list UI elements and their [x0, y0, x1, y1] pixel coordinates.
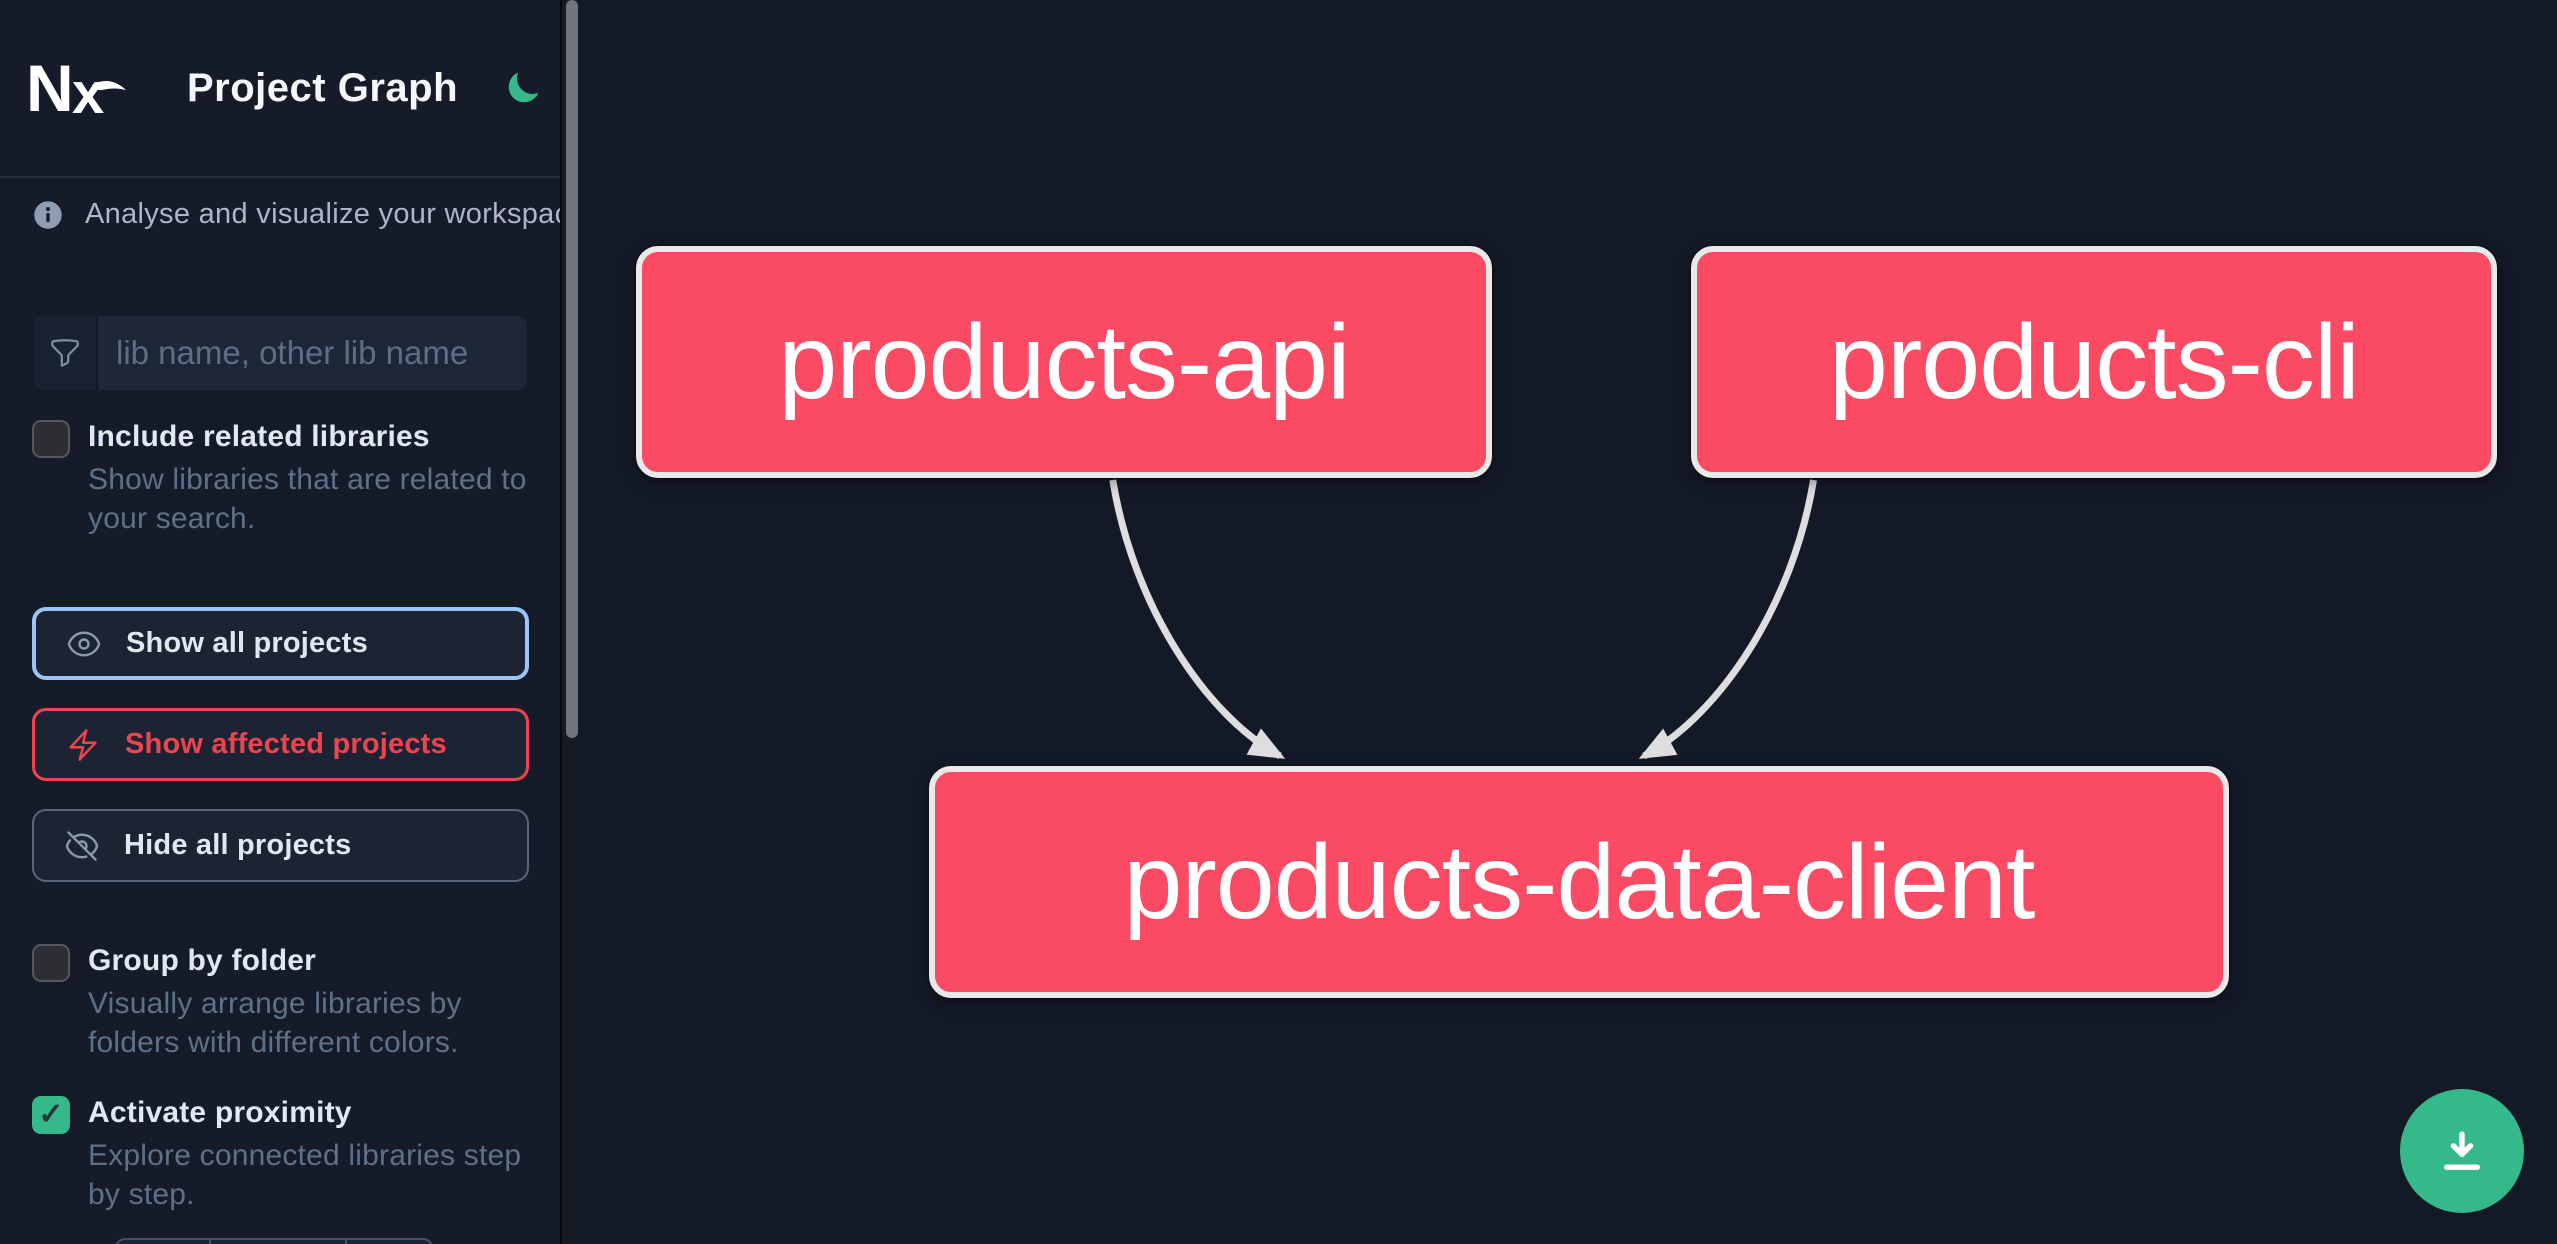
search-input[interactable] — [98, 316, 527, 390]
checkbox-row-group-by-folder: ✓ Group by folder Visually arrange libra… — [32, 944, 540, 1062]
checkbox-description: Show libraries that are related to your … — [88, 463, 527, 535]
checkbox-row-include-related: ✓ Include related libraries Show librari… — [32, 420, 540, 538]
group-by-folder-checkbox[interactable]: ✓ — [32, 944, 70, 982]
checkbox-label: Activate proximity — [88, 1096, 352, 1129]
sidebar: N x Project Graph Analyse and visualize … — [0, 0, 594, 1244]
svg-text:N: N — [30, 57, 70, 119]
eye-slash-icon — [65, 830, 99, 861]
proximity-stepper[interactable] — [115, 1238, 433, 1244]
graph-node-products-data-client[interactable]: products-data-client — [929, 766, 2229, 998]
filter-funnel-icon — [34, 316, 98, 390]
checkbox-description: Explore connected libraries step by step… — [88, 1139, 522, 1211]
checkbox-row-activate-proximity: ✓ Activate proximity Explore connected l… — [32, 1096, 540, 1214]
info-icon — [34, 200, 62, 229]
workspace-info-row: Analyse and visualize your workspace. — [33, 198, 594, 231]
eye-icon — [67, 631, 101, 656]
header-divider — [0, 176, 560, 178]
search-box — [34, 316, 527, 390]
show-all-projects-button[interactable]: Show all projects — [32, 607, 529, 680]
graph-edge-products-cli-to-products-data-client — [1638, 479, 1817, 760]
button-label: Hide all projects — [124, 829, 352, 861]
checkbox-label: Group by folder — [88, 944, 316, 977]
hide-all-projects-button[interactable]: Hide all projects — [32, 809, 529, 882]
graph-node-products-api[interactable]: products-api — [636, 246, 1492, 478]
button-label: Show all projects — [126, 627, 368, 659]
graph-node-products-cli[interactable]: products-cli — [1691, 246, 2497, 478]
moon-icon — [508, 72, 539, 103]
graph-canvas[interactable]: products-api products-cli products-data-cl… — [580, 0, 2557, 1244]
sidebar-header: N x Project Graph — [0, 0, 560, 176]
download-button[interactable] — [2400, 1089, 2524, 1213]
theme-toggle-button[interactable] — [504, 69, 542, 107]
checkbox-description: Visually arrange libraries by folders wi… — [88, 987, 462, 1059]
button-label: Show affected projects — [125, 728, 447, 760]
bolt-icon — [69, 728, 97, 761]
show-affected-projects-button[interactable]: Show affected projects — [32, 708, 529, 781]
include-related-checkbox[interactable]: ✓ — [32, 420, 70, 458]
workspace-tagline: Analyse and visualize your workspace. — [85, 198, 595, 230]
edges-layer — [1109, 479, 1817, 760]
checkbox-label: Include related libraries — [88, 420, 430, 453]
nx-logo-icon: N x — [30, 57, 126, 119]
scrollbar-thumb[interactable] — [566, 0, 578, 738]
graph-edge-products-api-to-products-data-client — [1109, 479, 1286, 760]
sidebar-scrollbar[interactable] — [560, 0, 580, 1244]
page-title: Project Graph — [187, 65, 459, 110]
download-icon — [2444, 1131, 2480, 1170]
activate-proximity-checkbox[interactable]: ✓ — [32, 1096, 70, 1134]
